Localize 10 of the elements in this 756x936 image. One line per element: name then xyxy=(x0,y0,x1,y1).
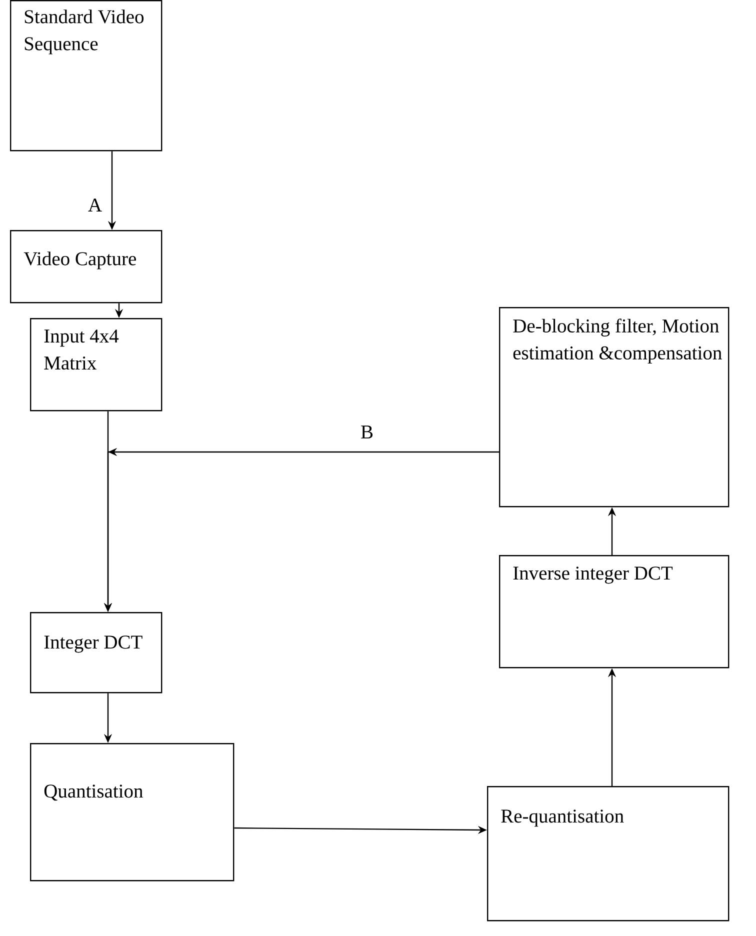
process-box: De-blocking filter, Motion estimation &compensation xyxy=(499,307,730,508)
edge-label: B xyxy=(361,426,373,438)
process-box: Quantisation xyxy=(30,743,234,882)
process-box: Integer DCT xyxy=(30,612,162,694)
process-box: Video Capture xyxy=(10,230,162,304)
process-box: Standard Video Sequence xyxy=(10,0,162,152)
process-box: Inverse integer DCT xyxy=(499,555,730,668)
process-box: Re-quantisation xyxy=(487,786,730,922)
process-box: Input 4x4 Matrix xyxy=(30,318,162,412)
edge-label: A xyxy=(88,198,102,212)
